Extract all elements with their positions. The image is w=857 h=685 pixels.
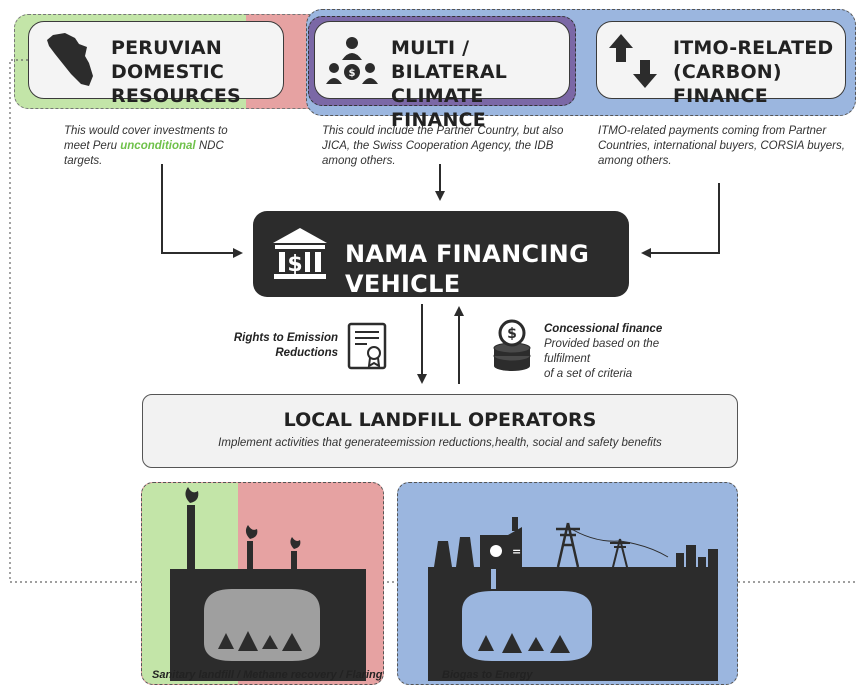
multi-source-title: MULTI / BILATERAL CLIMATE FINANCE — [391, 37, 508, 131]
certificate-icon — [347, 322, 387, 370]
svg-text:$: $ — [287, 252, 302, 277]
biogas-scene: = Biogas to Energy — [397, 482, 738, 685]
peru-description: This would cover investments to meet Per… — [64, 125, 228, 167]
svg-text:=: = — [512, 545, 521, 558]
concessional-label: Concessional finance Provided based on t… — [544, 323, 663, 380]
biogas-label: Biogas to Energy — [442, 669, 533, 681]
multi-source-card: $ MULTI / BILATERAL CLIMATE FINANCE — [314, 21, 570, 131]
coins-icon: $ — [493, 319, 531, 371]
local-landfill-operators: LOCAL LANDFILL OPERATORS Implement activ… — [142, 394, 738, 468]
multi-description: This could include the Partner Country, … — [322, 125, 564, 167]
arrow-itmo-to-vehicle — [641, 183, 720, 258]
exchange-arrows-icon — [609, 34, 657, 88]
itmo-source-title: ITMO-RELATED (CARBON) FINANCE — [673, 37, 834, 107]
people-money-icon: $ — [326, 37, 378, 84]
landfill-scene: Sanitary landfill / Methane recovery / F… — [141, 482, 384, 685]
biogas-illustration: = — [428, 517, 718, 681]
svg-text:$: $ — [349, 68, 356, 79]
operators-subtitle: Implement activities that generateemissi… — [218, 437, 662, 449]
itmo-description: ITMO-related payments coming from Partne… — [598, 125, 845, 167]
itmo-source-card: ITMO-RELATED (CARBON) FINANCE — [596, 21, 846, 107]
operators-title: LOCAL LANDFILL OPERATORS — [283, 409, 597, 431]
peru-source-card: PERUVIAN DOMESTIC RESOURCES — [28, 21, 284, 107]
nama-financing-vehicle: $ NAMA FINANCING VEHICLE — [253, 211, 629, 298]
peru-source-title: PERUVIAN DOMESTIC RESOURCES — [111, 37, 241, 107]
landfill-illustration — [170, 487, 366, 681]
vehicle-title: NAMA FINANCING VEHICLE — [345, 240, 590, 298]
landfill-label: Sanitary landfill / Methane recovery / F… — [152, 669, 383, 681]
arrow-peru-to-vehicle — [161, 164, 243, 258]
peru-map-icon — [47, 33, 93, 86]
bank-icon: $ — [273, 228, 327, 279]
svg-text:$: $ — [507, 326, 517, 342]
